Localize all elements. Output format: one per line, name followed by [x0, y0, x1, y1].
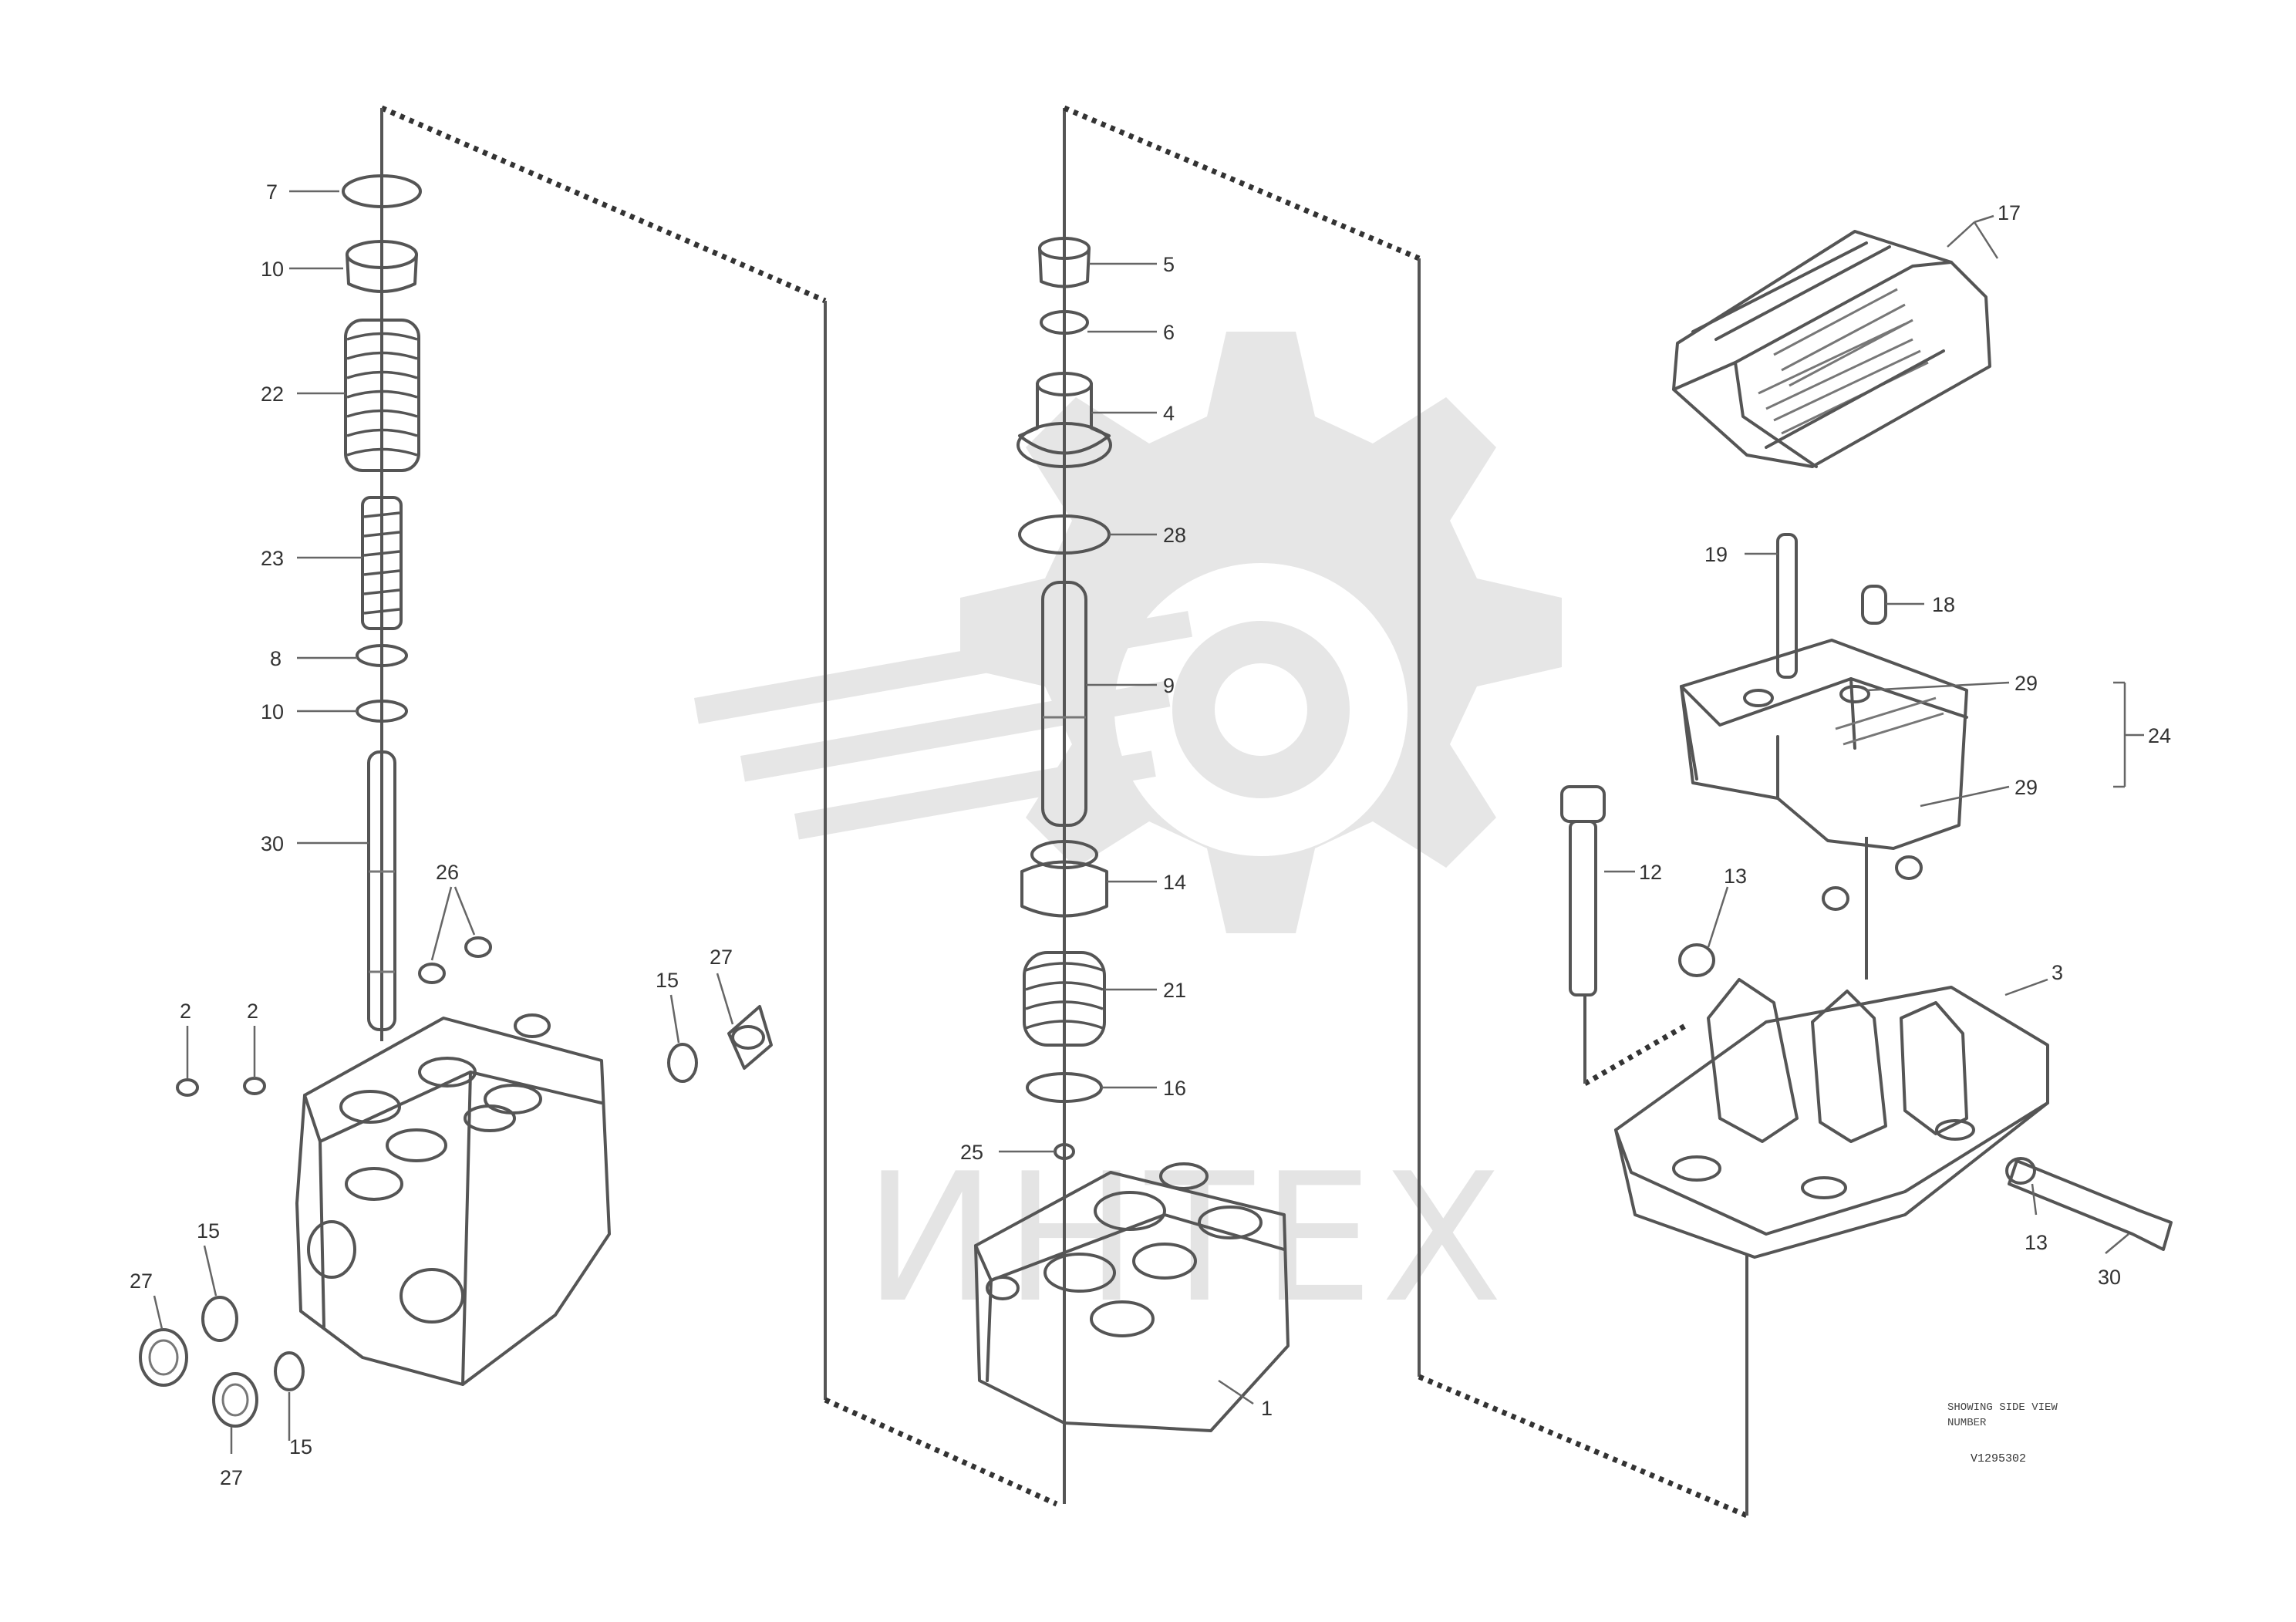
nut-small	[1678, 943, 1715, 977]
nut-lower-1	[1822, 886, 1849, 911]
guide-dash-right-bolt	[1583, 1023, 1687, 1087]
cap-right	[727, 1005, 773, 1070]
callout-17-boot: 17	[1998, 201, 2021, 224]
seal-ring-lower	[274, 1351, 305, 1391]
cap-top	[1038, 237, 1091, 288]
callout-10-washer: 10	[261, 700, 284, 723]
seal-ring-right	[667, 1043, 698, 1083]
washer-upper	[356, 644, 408, 667]
plunger	[1041, 581, 1087, 827]
callout-24-plate-assembly: 24	[2148, 724, 2171, 747]
bushing-small	[1861, 585, 1887, 625]
actuator-plate	[1680, 639, 1968, 850]
left-assembly	[139, 174, 773, 1454]
callout-16-washer: 16	[1163, 1077, 1186, 1100]
callout-21-spring: 21	[1163, 979, 1186, 1002]
callout-10-spring-seat: 10	[261, 258, 284, 281]
callout-29-plate-lower: 29	[2014, 776, 2038, 799]
exploded-view-guides	[380, 105, 1868, 1519]
callout-12-bolt: 12	[1639, 861, 1662, 884]
callout-14-seat: 14	[1163, 871, 1186, 894]
bolt-long	[1560, 785, 1606, 996]
right-leaders	[1604, 214, 2144, 1254]
callout-5-cap: 5	[1163, 253, 1175, 276]
seal-ring-front	[201, 1296, 238, 1342]
callout-23-inner-spring: 23	[261, 547, 284, 570]
callout-15-seal-lower: 15	[289, 1435, 312, 1458]
callout-13-nut: 13	[1724, 865, 1747, 888]
watermark-text: ИНТЕХ	[864, 1136, 1510, 1342]
cam-housing	[1614, 978, 2049, 1259]
spool	[367, 750, 396, 1031]
callout-2-plug: 2	[180, 1000, 191, 1023]
callout-15-seal-front: 15	[197, 1219, 220, 1243]
guide-dash-right-bottom	[1418, 1374, 1748, 1519]
center-leaders	[999, 262, 1254, 1405]
callout-3-cam-housing: 3	[2052, 961, 2063, 984]
reference-line-2: NUMBER	[1947, 1417, 1987, 1429]
nut-lower-2	[1895, 855, 1923, 880]
shaft-pin	[2005, 1157, 2173, 1251]
cap-front-lower	[212, 1372, 258, 1428]
guide-dash-left-top	[380, 105, 827, 304]
left-leaders	[153, 190, 734, 1454]
o-ring-pair	[418, 936, 492, 984]
flange-guide	[1017, 372, 1112, 468]
callout-28-o-ring: 28	[1163, 524, 1186, 547]
callout-15-seal-right: 15	[656, 969, 679, 992]
drawing-reference-block: SHOWING SIDE VIEW NUMBER V1295302	[1947, 1401, 2058, 1465]
plug-small-2	[243, 1077, 266, 1095]
callout-30-shaft-pin: 30	[2098, 1266, 2121, 1289]
outer-spring	[344, 319, 420, 472]
callout-13-shaft-bush: 13	[2025, 1231, 2048, 1254]
callout-9-plunger: 9	[1163, 674, 1175, 697]
callout-29-plate-upper: 29	[2014, 672, 2038, 695]
callout-2-plug-b: 2	[247, 1000, 258, 1023]
spring-seat	[346, 240, 418, 293]
right-assembly	[1560, 214, 2173, 1259]
guide-dash-center-top	[1063, 105, 1421, 261]
callout-18-bushing: 18	[1932, 593, 1955, 616]
callout-labels: 7 10 22 23 8 10 30 2 2 26 27 15 27 15 27…	[130, 180, 2171, 1489]
watermark-logo: ИНТЕХ	[693, 332, 1562, 1342]
spring-seat-center	[1020, 840, 1108, 918]
callout-26-o-rings: 26	[436, 861, 459, 884]
callout-19-pin: 19	[1704, 543, 1728, 566]
guide-dash-left-bottom	[824, 1397, 1058, 1507]
callout-27-cap-right: 27	[710, 946, 733, 969]
rubber-boot	[1672, 230, 1991, 468]
callout-30-spool: 30	[261, 832, 284, 855]
plug-small-1	[176, 1078, 199, 1097]
callout-1-housing: 1	[1261, 1397, 1273, 1420]
pin-upper	[1776, 533, 1798, 679]
callout-27-cap-lower: 27	[220, 1466, 243, 1489]
retainer-ring	[1040, 310, 1089, 335]
reference-line-1: SHOWING SIDE VIEW	[1947, 1401, 2058, 1414]
callout-22-outer-spring: 22	[261, 383, 284, 406]
callout-25-ball: 25	[960, 1141, 983, 1164]
o-ring	[342, 174, 422, 208]
inner-spring	[361, 496, 403, 630]
center-assembly	[974, 237, 1290, 1432]
callout-4-guide: 4	[1163, 402, 1175, 425]
valve-housing-center	[974, 1162, 1290, 1432]
valve-housing-left	[295, 1013, 611, 1386]
callout-8-washer: 8	[270, 647, 282, 670]
callout-27-cap-front: 27	[130, 1270, 153, 1293]
callout-6-ring: 6	[1163, 321, 1175, 344]
return-spring	[1023, 951, 1106, 1047]
cap-front-left	[139, 1328, 188, 1387]
reference-code: V1295302	[1971, 1452, 2026, 1465]
callout-7-o-ring: 7	[266, 180, 278, 204]
